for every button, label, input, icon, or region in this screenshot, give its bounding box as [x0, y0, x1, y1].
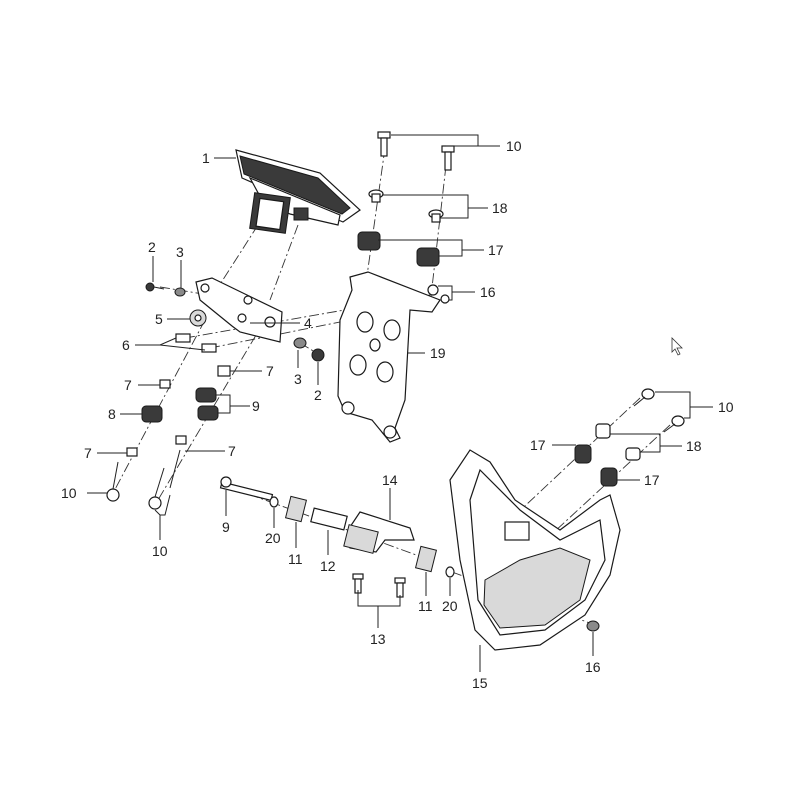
callout-8: 8	[108, 406, 116, 422]
headlight	[449, 449, 621, 651]
callout-7: 7	[228, 443, 236, 459]
callout-1: 1	[202, 150, 210, 166]
callout-3: 3	[294, 371, 302, 387]
callout-10: 10	[506, 138, 522, 154]
callout-10: 10	[718, 399, 734, 415]
callout-3: 3	[176, 244, 184, 260]
callout-16: 16	[585, 659, 601, 675]
callout-2: 2	[314, 387, 322, 403]
callout-17: 17	[530, 437, 546, 453]
callout-10: 10	[152, 543, 168, 559]
callout-19: 19	[430, 345, 446, 361]
callout-15: 15	[472, 675, 488, 691]
callout-9: 9	[222, 519, 230, 535]
callout-2: 2	[148, 239, 156, 255]
mouse-cursor-icon	[671, 337, 683, 356]
leader-lines	[87, 134, 713, 672]
callout-7: 7	[266, 363, 274, 379]
meter-bracket	[195, 277, 283, 343]
callout-4: 4	[304, 315, 312, 331]
mount-plate	[337, 271, 441, 443]
callout-9: 9	[252, 398, 260, 414]
callout-11: 11	[288, 551, 303, 567]
callout-20: 20	[265, 530, 281, 546]
right-fasteners	[574, 388, 685, 487]
callout-5: 5	[155, 311, 163, 327]
callout-7: 7	[124, 377, 132, 393]
callout-6: 6	[122, 337, 130, 353]
callout-11: 11	[418, 598, 433, 614]
callout-16: 16	[480, 284, 496, 300]
callout-14: 14	[382, 472, 398, 488]
shaft-assembly	[219, 476, 455, 598]
left-fasteners	[106, 282, 325, 510]
callout-12: 12	[320, 558, 336, 574]
callout-7: 7	[84, 445, 92, 461]
callout-18: 18	[492, 200, 508, 216]
callout-17: 17	[644, 472, 660, 488]
callout-10: 10	[61, 485, 77, 501]
upper-right-fasteners	[357, 131, 455, 304]
callout-13: 13	[370, 631, 386, 647]
callout-18: 18	[686, 438, 702, 454]
callout-20: 20	[442, 598, 458, 614]
meter-assembly	[235, 149, 361, 234]
callout-labels: 1 2 3 4 5 6 7 7 7 7 8 9 3 2 10 10 10 10 …	[61, 138, 734, 691]
callout-17: 17	[488, 242, 504, 258]
